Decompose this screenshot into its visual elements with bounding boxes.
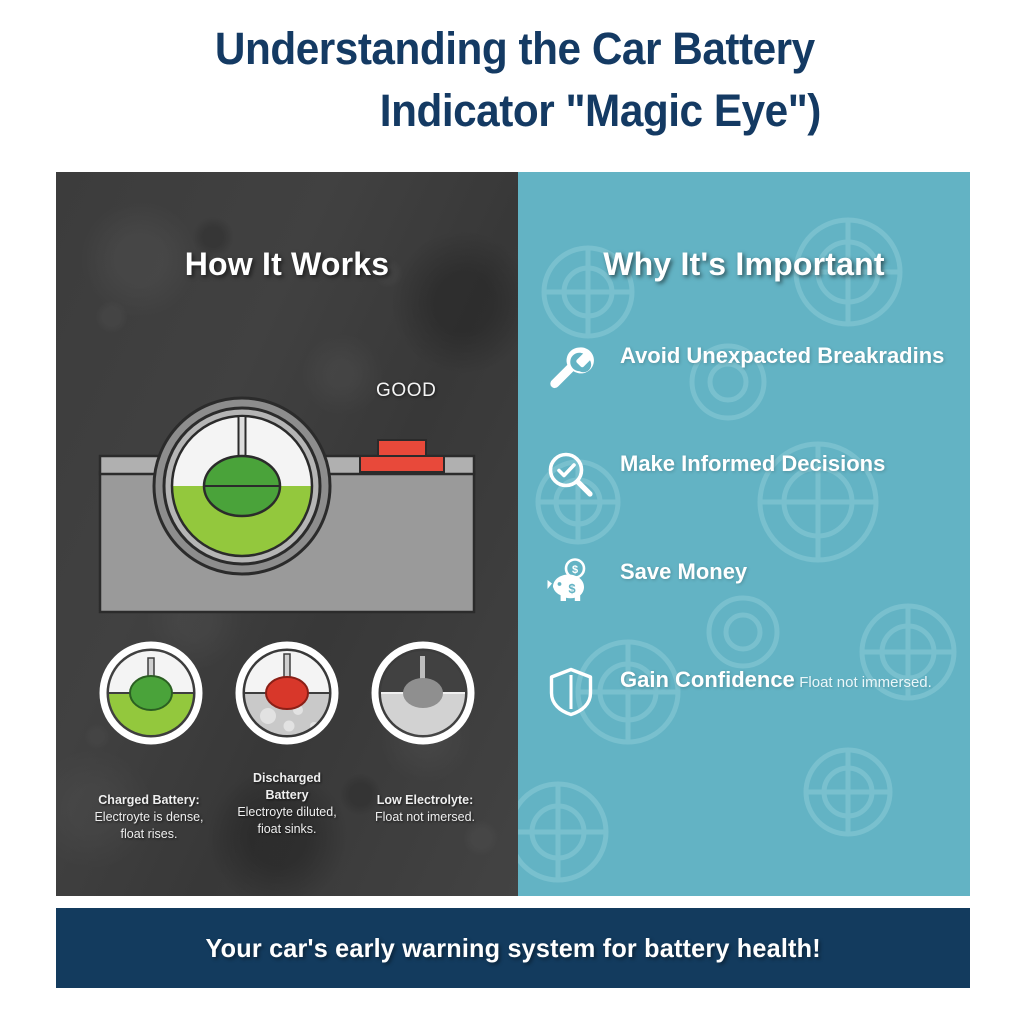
caption-charged-line1: Electroyte is dense, <box>94 810 204 824</box>
page-title-line-2: Indicator "Magic Eye") <box>379 85 822 136</box>
caption-discharged: Discharged Battery Electroyte diluted, f… <box>218 770 356 843</box>
benefit-text-save-money: Save Money <box>602 555 747 586</box>
why-important-heading: Why It's Important <box>603 246 885 282</box>
battery-terminal-positive <box>359 439 445 473</box>
benefit-sub-gain-confidence: Float not immersed. <box>799 674 932 691</box>
benefit-item-save-money: $ $ Save Money <box>518 555 970 617</box>
caption-low-line1: Float not imersed. <box>374 810 476 824</box>
page-title: Understanding the Car Battery Indicator … <box>0 18 1024 142</box>
low-electrolyte-indicator-icon <box>371 641 475 745</box>
benefit-text-gain-confidence: Gain Confidence Float not immersed. <box>602 663 932 694</box>
mini-indicator-captions: Charged Battery: Electroyte is dense, fl… <box>56 770 518 843</box>
caption-low-electrolyte: Low Electrolyte: Float not imersed. <box>356 770 494 843</box>
svg-text:$: $ <box>572 564 578 576</box>
magnifier-check-icon <box>540 447 602 501</box>
benefit-item-informed-decisions: Make Informed Decisions <box>518 447 970 509</box>
shield-icon <box>540 663 602 717</box>
charged-indicator-icon <box>99 641 203 745</box>
status-label-good: GOOD <box>376 380 437 401</box>
battery-cutaway-svg <box>98 396 476 614</box>
benefits-list: Avoid Unexpacted Breakradins Make Inform… <box>518 339 970 725</box>
benefit-title-save-money: Save Money <box>620 559 748 584</box>
benefit-item-gain-confidence: Gain Confidence Float not immersed. <box>518 663 970 725</box>
why-important-panel: Why It's Important Avoid Unexpacted Brea… <box>518 172 970 896</box>
benefit-item-avoid-breakdowns: Avoid Unexpacted Breakradins <box>518 339 970 401</box>
panels-container: How It Works GOOD <box>56 172 970 896</box>
page-title-line-1: Understanding the Car Battery <box>214 23 815 74</box>
bottom-banner: Your car's early warning system for batt… <box>56 908 970 988</box>
caption-charged-title: Charged Battery: <box>98 793 200 807</box>
mini-indicator-charged <box>92 638 210 758</box>
discharged-indicator-icon <box>235 641 339 745</box>
mini-indicator-row <box>56 638 518 758</box>
svg-text:$: $ <box>568 581 576 596</box>
benefit-title-informed-decisions: Make Informed Decisions <box>620 451 886 476</box>
how-it-works-panel: How It Works GOOD <box>56 172 518 896</box>
caption-discharged-title-2: Battery <box>265 788 309 802</box>
caption-low-title: Low Electrolyte: <box>376 793 474 807</box>
benefit-text-informed-decisions: Make Informed Decisions <box>602 447 885 478</box>
banner-text: Your car's early warning system for batt… <box>205 932 821 963</box>
how-it-works-heading: How It Works <box>184 246 390 282</box>
benefit-title-avoid-breakdowns: Avoid Unexpacted Breakradins <box>620 343 945 368</box>
mini-indicator-discharged <box>228 638 346 758</box>
mini-indicator-low-electrolyte <box>364 638 482 758</box>
benefit-title-gain-confidence: Gain Confidence <box>620 667 795 692</box>
caption-discharged-title-1: Discharged <box>252 771 322 785</box>
piggy-bank-icon: $ $ <box>540 555 602 609</box>
caption-charged: Charged Battery: Electroyte is dense, fl… <box>80 770 218 843</box>
caption-discharged-line1: Electroyte diluted, <box>237 805 337 819</box>
benefit-text-avoid-breakdowns: Avoid Unexpacted Breakradins <box>602 339 944 370</box>
caption-charged-line2: float rises. <box>120 827 178 841</box>
caption-discharged-line2: fioat sinks. <box>257 822 317 836</box>
wrench-icon <box>540 339 602 393</box>
battery-illustration: GOOD <box>56 368 518 618</box>
